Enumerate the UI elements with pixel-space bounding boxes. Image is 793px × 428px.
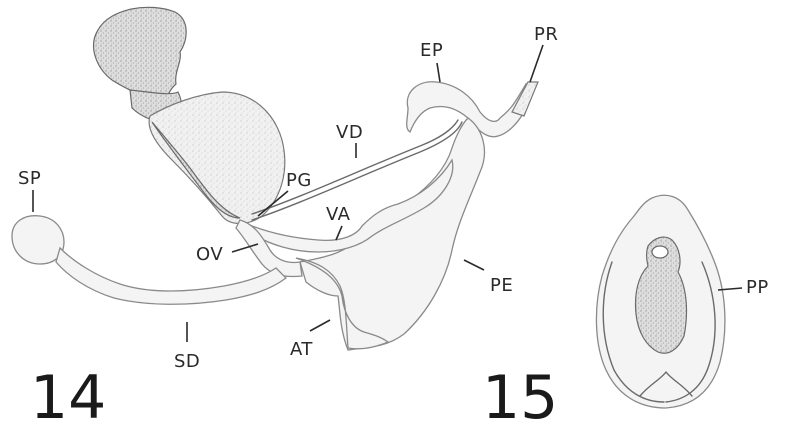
penis	[300, 118, 484, 350]
figure-number-15: 15	[482, 363, 558, 428]
spermatheca	[12, 216, 64, 264]
figure-14-drawing	[12, 7, 538, 350]
figure-15-drawing	[596, 195, 725, 408]
label-vd: VD	[336, 122, 363, 143]
label-sp: SP	[18, 168, 41, 189]
penial-retractor	[512, 82, 538, 116]
label-pr: PR	[534, 24, 558, 45]
label-sd: SD	[174, 351, 200, 372]
leader-ep	[437, 63, 440, 82]
label-at: AT	[290, 339, 313, 360]
leader-pe	[464, 260, 484, 270]
leader-pr	[530, 45, 543, 82]
penial-papilla-pore	[652, 246, 668, 258]
label-va: VA	[326, 204, 351, 225]
figure-number-14: 14	[30, 363, 106, 428]
label-ov: OV	[196, 244, 223, 265]
label-pp: PP	[746, 277, 769, 298]
label-pe: PE	[490, 275, 513, 296]
gland-upper-lobe	[94, 7, 187, 104]
leader-at	[310, 320, 330, 331]
leader-va	[336, 226, 342, 240]
label-ep: EP	[420, 40, 443, 61]
spermathecal-duct	[56, 248, 286, 304]
label-pg: PG	[286, 170, 312, 191]
